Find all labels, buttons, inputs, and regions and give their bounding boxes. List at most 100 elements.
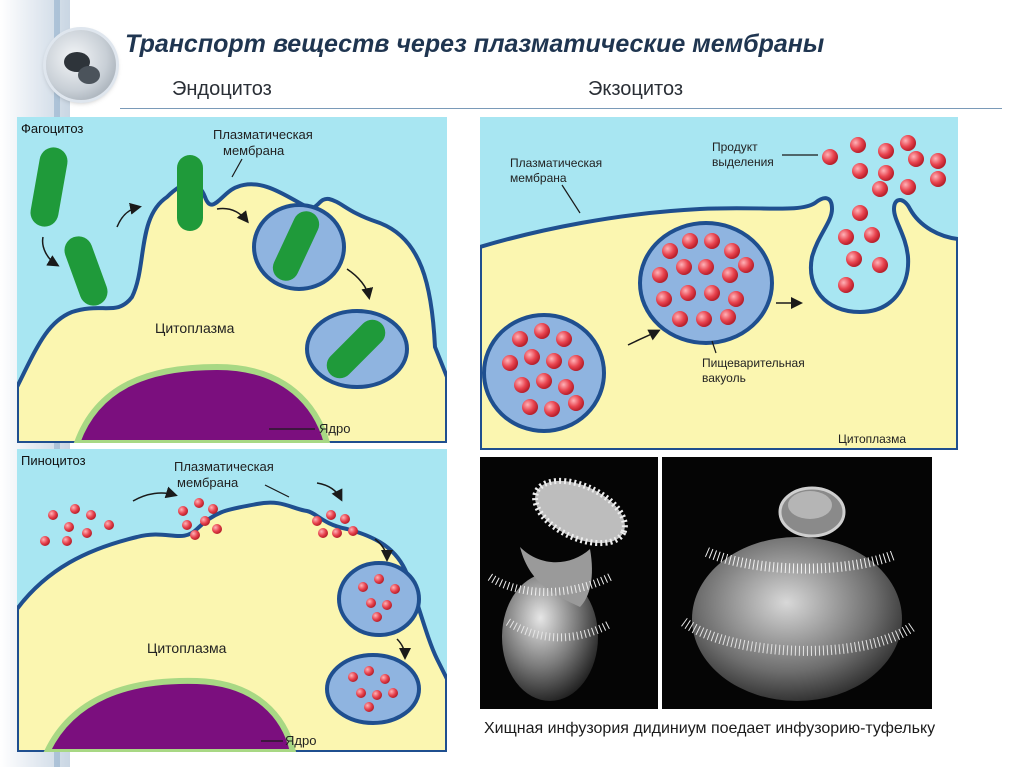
particle-dot	[190, 530, 200, 540]
particle-dot	[852, 163, 868, 179]
cytoplasm-label: Цитоплазма	[147, 640, 227, 656]
particle-dot	[388, 688, 398, 698]
particle-dot	[382, 600, 392, 610]
bacterium-3	[177, 155, 203, 231]
camera-logo-icon	[46, 30, 116, 100]
particle-dot	[374, 574, 384, 584]
particle-dot	[536, 373, 552, 389]
particle-dot	[364, 666, 374, 676]
particle-dot	[728, 291, 744, 307]
particle-dot	[568, 355, 584, 371]
nucleus-shape	[73, 363, 331, 443]
particle-dot	[846, 251, 862, 267]
particle-dot	[556, 331, 572, 347]
membrane-label-line1: Плазматическая	[213, 127, 313, 142]
particle-dot	[358, 582, 368, 592]
particle-dot	[512, 331, 528, 347]
particle-dot	[704, 233, 720, 249]
particle-dot	[86, 510, 96, 520]
particle-dot	[722, 267, 738, 283]
particle-dot	[70, 504, 80, 514]
nucleus-shape	[43, 677, 297, 752]
particle-dot	[696, 311, 712, 327]
exocytosis-panel: Плазматическая мембрана Продукт выделени…	[480, 117, 958, 450]
particle-dot	[900, 179, 916, 195]
particle-dot	[212, 524, 222, 534]
particle-dot	[878, 165, 894, 181]
particle-dot	[356, 688, 366, 698]
particle-dot	[104, 520, 114, 530]
particle-dot	[348, 672, 358, 682]
particle-dot	[364, 702, 374, 712]
particle-dot	[502, 355, 518, 371]
particle-dot	[62, 536, 72, 546]
particle-dot	[332, 528, 342, 538]
pinosome-1	[337, 561, 421, 637]
particle-dot	[682, 233, 698, 249]
pinocytosis-panel: Пиноцитоз Плазматическая мембрана Цитопл…	[17, 449, 447, 752]
particle-dot	[372, 690, 382, 700]
photo-caption: Хищная инфузория дидиниум поедает инфузо…	[484, 720, 936, 737]
particle-dot	[82, 528, 92, 538]
membrane-label-line1: Плазматическая	[510, 156, 602, 170]
particle-dot	[908, 151, 924, 167]
membrane-label-line2: мембрана	[510, 171, 567, 185]
particle-dot	[872, 257, 888, 273]
nucleus-label: Ядро	[319, 421, 350, 436]
particle-dot	[340, 514, 350, 524]
particle-dot	[676, 259, 692, 275]
particle-dot	[40, 536, 50, 546]
bacterium-1	[30, 147, 68, 227]
particle-dot	[390, 584, 400, 594]
membrane-label-line2: мембрана	[177, 475, 239, 490]
particle-dot	[534, 323, 550, 339]
particle-dot	[194, 498, 204, 508]
product-label-line2: выделения	[712, 155, 774, 169]
particle-dot	[568, 395, 584, 411]
particle-dot	[724, 243, 740, 259]
endocytosis-heading: Эндоцитоз	[172, 78, 272, 100]
particle-dot	[900, 135, 916, 151]
particle-dot	[878, 143, 894, 159]
particle-dot	[680, 285, 696, 301]
particle-dot	[864, 227, 880, 243]
vacuole-label-line2: вакуоль	[702, 371, 746, 385]
exocytosis-heading: Экзоцитоз	[588, 78, 684, 100]
particle-dot	[208, 504, 218, 514]
nucleus-label: Ядро	[285, 733, 316, 748]
particle-dot	[852, 205, 868, 221]
particle-dot	[546, 353, 562, 369]
particle-dot	[514, 377, 530, 393]
particle-dot	[200, 516, 210, 526]
micrograph-left-image	[480, 457, 658, 709]
particle-dot	[672, 311, 688, 327]
particle-dot	[524, 349, 540, 365]
heading-divider	[120, 108, 1002, 109]
vacuole-label-line1: Пищеварительная	[702, 356, 805, 370]
particle-dot	[326, 510, 336, 520]
product-label-line1: Продукт	[712, 140, 758, 154]
particle-dot	[838, 229, 854, 245]
particle-dot	[178, 506, 188, 516]
particle-dot	[930, 171, 946, 187]
phagocytosis-panel: Фагоцитоз Плазматическая мембрана Цитопл…	[17, 117, 447, 443]
membrane-label-line2: мембрана	[223, 143, 285, 158]
particle-dot	[838, 277, 854, 293]
particle-dot	[48, 510, 58, 520]
particle-dot	[312, 516, 322, 526]
micrograph-right-image	[662, 457, 932, 709]
cytoplasm-label: Цитоплазма	[155, 320, 235, 336]
particle-dot	[872, 181, 888, 197]
slide-title: Транспорт веществ через плазматические м…	[125, 30, 825, 58]
particle-dot	[720, 309, 736, 325]
particle-dot	[698, 259, 714, 275]
particle-dot	[930, 153, 946, 169]
bacterium-2	[64, 236, 108, 306]
particle-dot	[64, 522, 74, 532]
particle-dot	[656, 291, 672, 307]
particle-dot	[182, 520, 192, 530]
membrane-label-line1: Плазматическая	[174, 459, 274, 474]
pinosome-2	[325, 653, 421, 725]
particle-dot	[318, 528, 328, 538]
particle-dot	[348, 526, 358, 536]
